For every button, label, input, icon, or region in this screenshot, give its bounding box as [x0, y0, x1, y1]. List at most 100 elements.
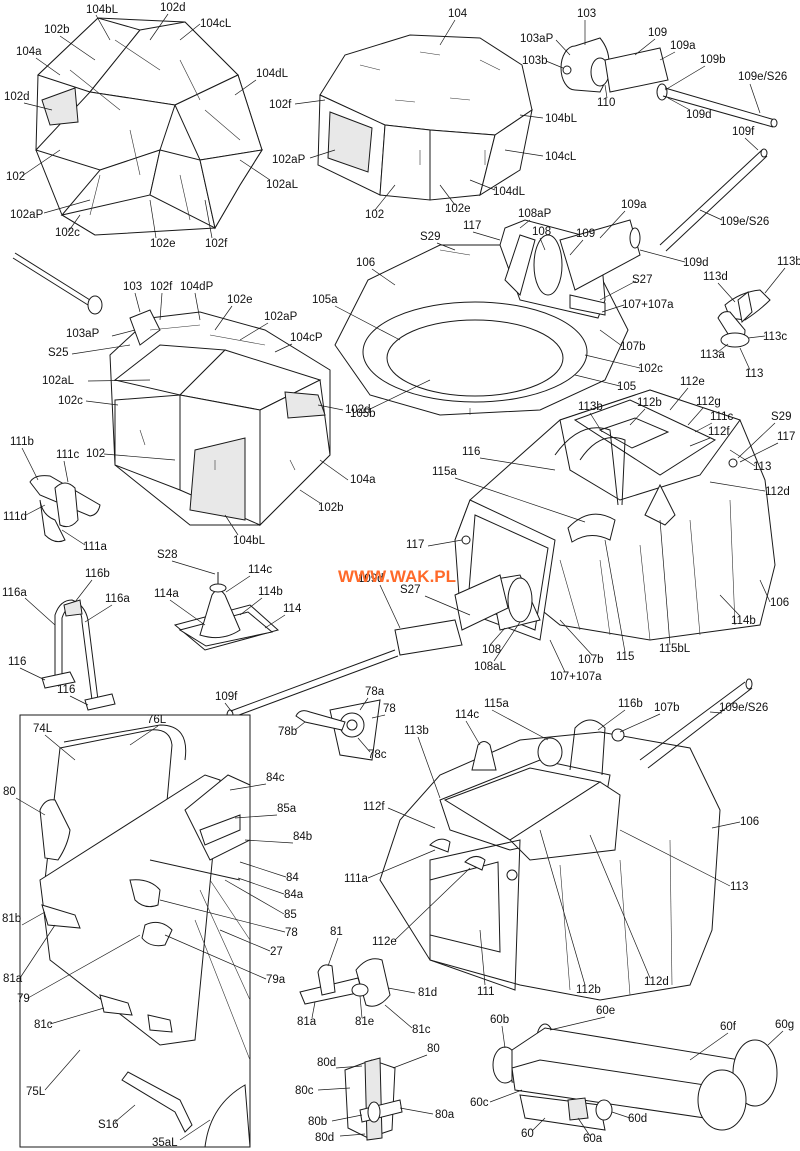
label-79-m: 79 [17, 993, 30, 1005]
label-109d-d: 109d [683, 257, 709, 269]
label-115bl-h: 115bL [659, 643, 691, 655]
label-104bl-b: 104bL [545, 113, 578, 125]
label-60d-p: 60d [628, 1113, 647, 1125]
roof-cap-assembly [317, 34, 533, 201]
label-102d-a: 102d [160, 2, 186, 14]
label-112d-h: 112d [765, 486, 790, 498]
label-103ap-c: 103aP [520, 33, 554, 45]
label-111c-g: 111c [56, 449, 79, 461]
label-105b-d: 105b [350, 408, 376, 420]
label-114-i: 114 [283, 603, 302, 615]
part-60-twin-horns [492, 1023, 778, 1131]
label-102ap-b: 102aP [272, 154, 306, 166]
label-60-p: 60 [521, 1128, 534, 1140]
label-112g-h: 112g [696, 396, 721, 408]
part-78-latch [295, 699, 381, 761]
label-106-d: 106 [356, 257, 375, 269]
part-80-clamp [344, 1057, 403, 1141]
labels-group-i: S28 114c 114a 114b 114 [154, 549, 302, 629]
label-107b-h: 107b [578, 654, 604, 666]
label-117-h2: 117 [406, 539, 424, 551]
label-109e-s26-c: 109e/S26 [738, 71, 787, 83]
label-102-e: 102 [86, 448, 105, 460]
labels-group-m: 74L 76L 80 84c 85a 84b 84 84a 85 78 27 8… [2, 714, 312, 1149]
label-114b-h: 114b [731, 615, 756, 627]
label-84a-m: 84a [284, 889, 304, 901]
label-109-d: 109 [576, 228, 595, 240]
label-113b-l: 113b [404, 725, 429, 737]
label-84c-m: 84c [266, 772, 285, 784]
label-78a-k: 78a [365, 686, 385, 698]
label-112f-h: 112f [708, 426, 730, 438]
label-105-d: 105 [617, 381, 636, 393]
label-104dp-e: 104dP [180, 281, 214, 293]
label-81a-n: 81a [297, 1016, 317, 1028]
label-84b-m: 84b [293, 831, 312, 843]
label-81c-n: 81c [412, 1024, 431, 1036]
labels-group-o: 80 80d 80c 80b 80a 80d [295, 1043, 455, 1144]
label-104bl-e: 104bL [233, 535, 266, 547]
label-109d-h: 109d [358, 573, 384, 585]
label-104dl-a: 104dL [256, 68, 289, 80]
label-110-c: 110 [597, 97, 615, 109]
label-s25-e: S25 [48, 347, 68, 359]
label-102ap-e: 102aP [264, 311, 298, 323]
label-117-h: 117 [777, 431, 795, 443]
label-104a-e: 104a [350, 474, 376, 486]
label-114b-i: 114b [258, 586, 283, 598]
turret-base-ring [334, 219, 641, 416]
label-78c-k: 78c [368, 749, 387, 761]
labels-group-p: 60b 60e 60f 60g 60c 60d 60 60a [470, 1005, 794, 1145]
label-111c-h: 111c [710, 411, 733, 423]
label-114a-i: 114a [154, 588, 179, 600]
labels-group-g: 111b 111c 111d 111a [3, 436, 107, 553]
label-107-107a-d: 107+107a [622, 299, 674, 311]
label-102al-a: 102aL [266, 179, 299, 191]
label-s27-d: S27 [632, 274, 652, 286]
label-114c-l: 114c [455, 709, 479, 721]
label-102c-d: 102c [638, 363, 663, 375]
label-81c-m: 81c [34, 1019, 53, 1031]
label-109-c: 109 [648, 27, 667, 39]
label-102al-e: 102aL [42, 375, 75, 387]
label-112b-l: 112b [576, 984, 601, 996]
label-116b-l: 116b [618, 698, 643, 710]
label-109f-c: 109f [732, 126, 755, 138]
label-102-a: 102 [6, 171, 25, 183]
label-116-j2: 116 [57, 684, 75, 696]
label-102c-a: 102c [55, 227, 80, 239]
label-60b-p: 60b [490, 1014, 509, 1026]
label-75l-m: 75L [26, 1086, 46, 1098]
label-104a-a: 104a [16, 46, 42, 58]
label-103b-c: 103b [522, 55, 548, 67]
label-106-l: 106 [740, 816, 759, 828]
label-107-107a-h: 107+107a [550, 671, 602, 683]
label-116a-j2: 116a [105, 593, 130, 605]
label-113b-f: 113b [777, 256, 800, 268]
label-109a-c: 109a [670, 40, 696, 52]
label-112f-l: 112f [363, 801, 385, 813]
label-103-e: 103 [123, 281, 142, 293]
label-109f-h: 109f [215, 691, 238, 703]
label-s27-h: S27 [400, 584, 420, 596]
label-102f-b: 102f [269, 99, 292, 111]
label-102c-e: 102c [58, 395, 83, 407]
label-76l-m: 76L [147, 714, 167, 726]
label-116-j: 116 [8, 656, 26, 668]
label-81-n: 81 [330, 926, 343, 938]
label-117-d: 117 [463, 220, 481, 232]
label-80d-o2: 80d [315, 1132, 334, 1144]
frame-assembly-top-left [35, 17, 264, 236]
label-80c-o: 80c [295, 1085, 314, 1097]
label-80-o: 80 [427, 1043, 440, 1055]
label-60c-p: 60c [470, 1097, 489, 1109]
label-103-c: 103 [577, 8, 596, 20]
label-102f-e: 102f [150, 281, 173, 293]
label-109d-c: 109d [686, 109, 712, 121]
part-81-hinge [299, 958, 391, 1007]
labels-group-c: 103 103aP 103b 109 109a 109b 110 109d 10… [520, 8, 787, 228]
label-113d-f: 113d [703, 271, 728, 283]
label-102f-a: 102f [205, 238, 228, 250]
label-116-h: 116 [462, 446, 480, 458]
